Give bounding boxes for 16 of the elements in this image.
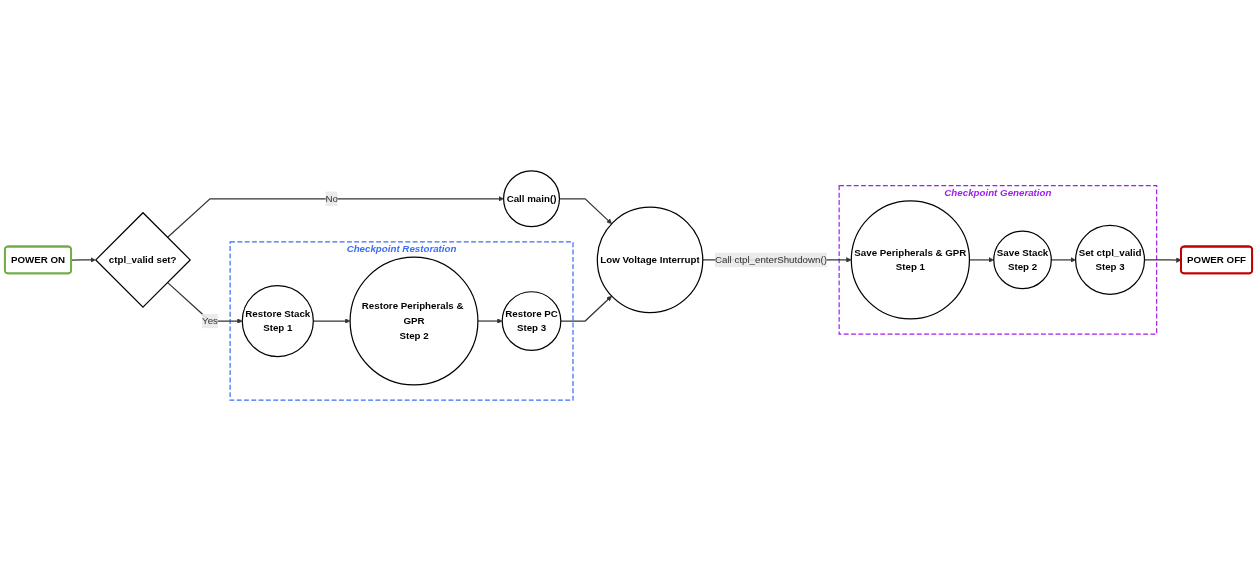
node-circle: Restore PC Step 3 [501,291,562,351]
node-circle: Set ctpl_valid Step 3 [1075,224,1146,295]
node-diamond: ctpl_valid set? [94,211,192,308]
node-circle: Save Peripherals & GPR Step 1 [850,200,971,320]
edge-label: No [325,193,338,204]
arrow [166,196,504,239]
node-circle: Call main() [503,170,561,228]
node-circle: Low Voltage Interrupt [596,206,704,314]
node-circle: Restore Stack Step 1 [241,284,314,358]
arrow [477,318,503,324]
node-circle: Save Stack Step 2 [993,230,1052,290]
arrow [166,281,243,324]
edge-label: Yes [202,315,218,326]
node-circle: Restore Peripherals & GPR Step 2 [349,256,479,386]
arrow [560,295,612,322]
edge-label: Call ctpl_enterShutdown() [714,254,827,265]
